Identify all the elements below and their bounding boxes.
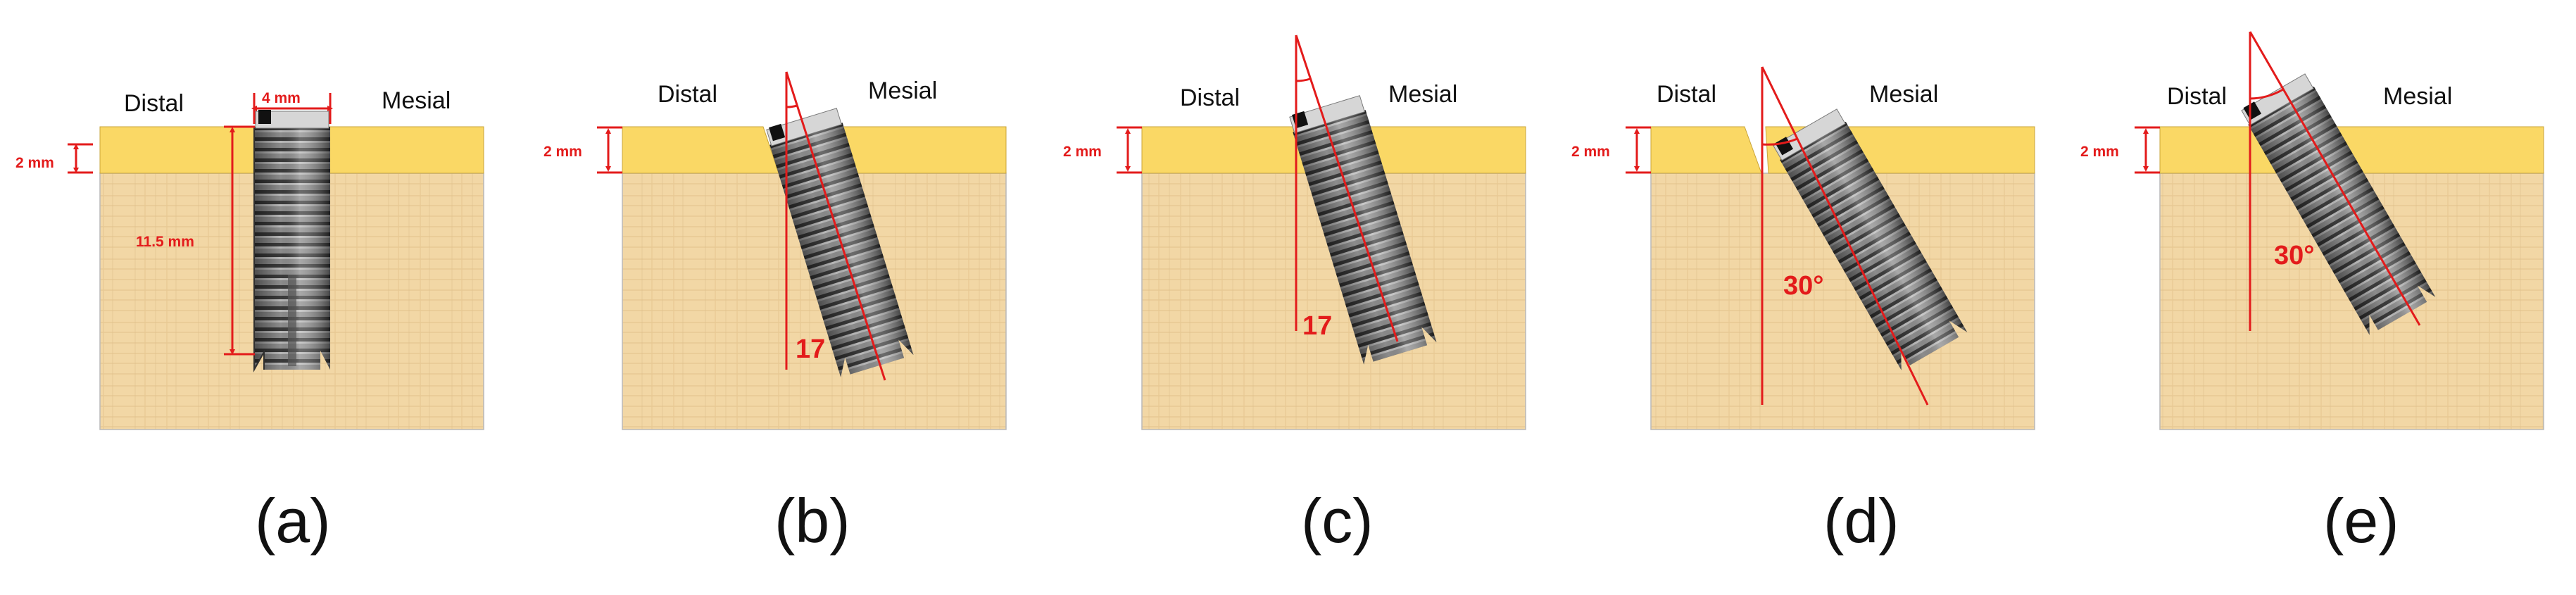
distal-label: Distal — [124, 90, 184, 117]
mesial-label: Mesial — [2383, 83, 2452, 110]
angle-label: 17 — [1302, 311, 1332, 341]
panel-caption: (a) — [255, 486, 331, 556]
implant-axis-line — [2249, 31, 2421, 326]
angle-arc — [1295, 77, 1311, 82]
apical-slot — [288, 275, 296, 366]
panel-b: 17 2 mm Distal Mesial (b) — [544, 71, 1007, 556]
angle-arc — [786, 104, 798, 108]
distal-label: Distal — [658, 81, 717, 108]
angle-arc — [1761, 137, 1798, 146]
depth-dimension-label: 2 mm — [2080, 144, 2119, 160]
panel-caption: (d) — [1823, 486, 1899, 556]
implant — [1773, 108, 1968, 370]
width-dimension-label: 4 mm — [262, 90, 301, 106]
depth-dimension-label: 2 mm — [1571, 144, 1610, 160]
mesial-label: Mesial — [1388, 81, 1457, 108]
mesial-label: Mesial — [1869, 81, 1938, 108]
panel-caption: (b) — [774, 486, 850, 556]
panel-e: 30° 2 mm Distal Mesial (e) — [2080, 31, 2544, 556]
distal-label: Distal — [1657, 81, 1716, 108]
implant-axis-line — [1295, 35, 1399, 342]
length-dimension-label: 11.5 mm — [136, 234, 194, 250]
depth-dimension-label: 2 mm — [1063, 144, 1102, 160]
panel-a: 2 mm 4 mm 11.5 mm Distal Mesial (a) — [15, 87, 484, 556]
panel-d: 30° 2 mm Distal Mesial (d) — [1571, 66, 2035, 556]
depth-dimension-label: 2 mm — [15, 155, 54, 171]
implant-axis-line — [785, 71, 886, 381]
mesial-label: Mesial — [868, 77, 937, 104]
panel-caption: (c) — [1301, 486, 1374, 556]
panel-c: 17 2 mm Distal Mesial (c) — [1063, 35, 1526, 556]
implant — [1289, 95, 1437, 365]
distal-label: Distal — [1180, 84, 1240, 111]
implant — [253, 110, 330, 372]
angle-label: 30° — [1783, 271, 1823, 301]
depth-dimension-label: 2 mm — [544, 144, 582, 160]
angle-label: 17 — [796, 334, 825, 364]
panel-caption: (e) — [2323, 486, 2399, 556]
distal-label: Distal — [2167, 83, 2227, 110]
angle-label: 30° — [2274, 241, 2314, 270]
implant-axis-line — [1761, 66, 1929, 406]
mesial-label: Mesial — [382, 87, 451, 114]
angle-arc — [2249, 88, 2284, 100]
